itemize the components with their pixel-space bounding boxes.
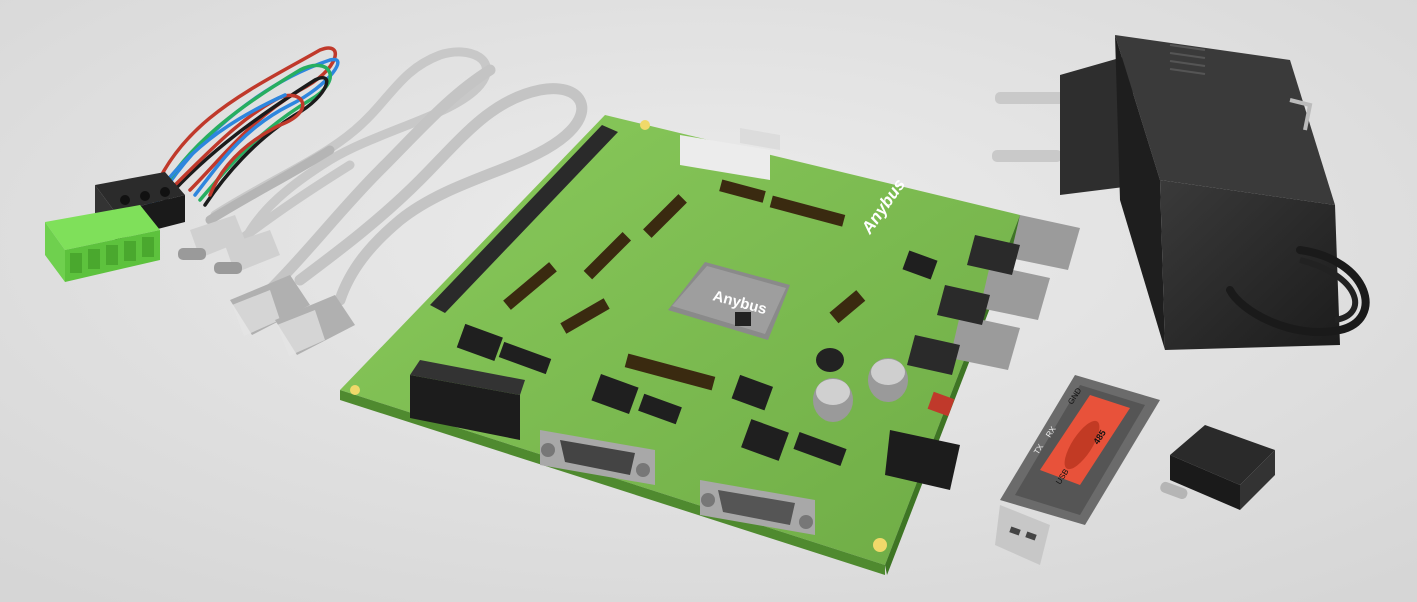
terminal-right bbox=[885, 430, 960, 490]
pin-header-long bbox=[430, 125, 618, 313]
pin-headers bbox=[503, 179, 866, 391]
anybus-module: Anybus bbox=[668, 262, 790, 340]
db9-connector-female bbox=[700, 480, 815, 535]
usb-c-plug-1 bbox=[178, 215, 245, 260]
power-terminal bbox=[410, 360, 525, 440]
evaluation-board: Anybus Anybus bbox=[340, 115, 1080, 575]
ethernet-jacks bbox=[907, 215, 1080, 375]
usb-a-plug bbox=[995, 505, 1050, 565]
ethernet-cable bbox=[264, 64, 588, 306]
plug-prong-1 bbox=[995, 92, 1065, 104]
rj45-plug-1 bbox=[230, 275, 310, 336]
wire-bundle bbox=[143, 46, 340, 212]
plug-prong-2 bbox=[992, 150, 1062, 162]
red-switch bbox=[927, 391, 955, 417]
ribbon-connector bbox=[680, 135, 770, 180]
mounting-holes bbox=[350, 120, 887, 552]
usb-c-tip bbox=[1160, 481, 1188, 500]
capacitors bbox=[813, 348, 908, 422]
rj45-plug-2 bbox=[275, 295, 355, 356]
usb-c-cable bbox=[205, 47, 491, 245]
power-supply bbox=[992, 35, 1370, 350]
usb-c-adapter bbox=[1160, 425, 1275, 510]
db9-connector-male bbox=[540, 430, 655, 485]
usb-c-plug-2 bbox=[214, 230, 280, 274]
usb-rs485-adapter: GND TX RX 485 USB bbox=[995, 375, 1160, 565]
psu-cable bbox=[1226, 246, 1370, 336]
terminal-block-green bbox=[45, 205, 160, 282]
ics bbox=[456, 250, 938, 467]
